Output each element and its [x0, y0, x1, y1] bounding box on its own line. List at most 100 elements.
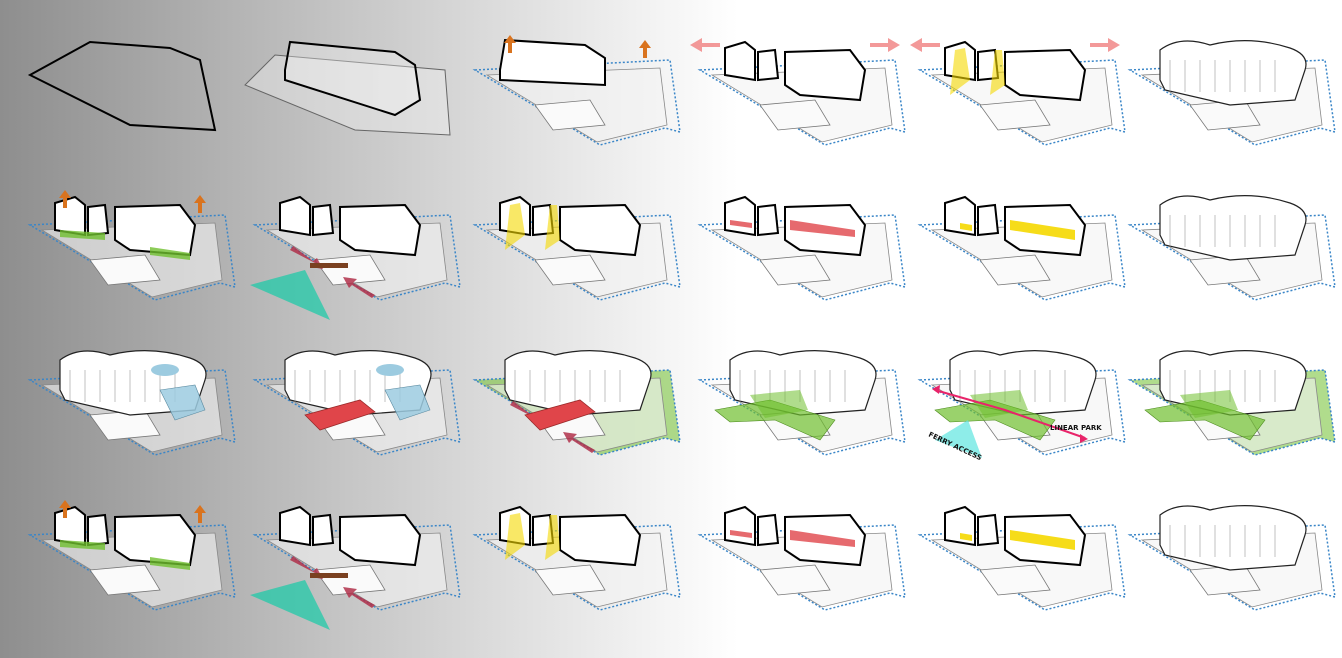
diagram-panel-r4-c5	[917, 505, 1126, 611]
building-mass	[499, 38, 606, 87]
ferry-access-wedge	[935, 420, 982, 458]
diagram-panel-r1-c6	[1127, 40, 1336, 146]
heat-arrow-icon	[194, 505, 206, 513]
blue-roof	[159, 384, 206, 421]
building-block	[559, 203, 642, 257]
green-deck	[970, 390, 1028, 418]
wind-arrow-in-icon	[563, 432, 595, 453]
wind-arrow-in-icon	[343, 587, 375, 608]
building-detailed	[1159, 40, 1307, 106]
red-block	[304, 399, 376, 431]
green-wall	[150, 557, 190, 570]
diagram-panel-r1-c2	[244, 40, 451, 136]
wind-arrow-right-icon	[870, 38, 900, 52]
building-block	[87, 203, 110, 237]
diagram-panel-r4-c6	[1127, 505, 1336, 611]
plaza	[89, 254, 161, 286]
diagram-panel-r3-c2	[252, 350, 461, 456]
building-block	[312, 513, 335, 547]
building-block	[977, 203, 1000, 237]
solar-beam	[545, 515, 560, 560]
heat-arrow-shaft	[63, 506, 67, 518]
plaza	[534, 254, 606, 286]
diagram-panel-r3-c4	[697, 350, 906, 456]
building-block	[279, 505, 311, 547]
site-outline	[27, 40, 217, 132]
building-block	[339, 203, 422, 257]
green-deck	[1180, 390, 1238, 418]
diagram-panel-r1-c1	[27, 40, 217, 132]
green-deck	[750, 390, 808, 418]
plaza	[534, 564, 606, 596]
heat-arrow-shaft	[63, 196, 67, 208]
yellow-program	[1010, 220, 1075, 240]
building-block	[114, 203, 197, 257]
building-block	[87, 513, 110, 547]
plaza	[759, 99, 831, 131]
red-program	[730, 220, 752, 228]
wind-arrow-in-icon	[343, 277, 375, 298]
blue-roof	[384, 384, 431, 421]
plaza	[314, 254, 386, 286]
diagram-panel-r2-c2	[250, 195, 461, 320]
heat-arrow-icon	[194, 195, 206, 203]
arrow-head-icon	[1080, 434, 1088, 443]
diagram-panel-r4-c1	[27, 500, 236, 611]
building-block	[114, 513, 197, 567]
solar-beam	[505, 203, 525, 250]
bridge	[310, 263, 348, 268]
diagram-panel-r3-c3	[472, 350, 681, 456]
building-detailed	[504, 350, 652, 416]
solar-beam	[950, 48, 970, 95]
diagram-panel-r2-c1	[27, 190, 236, 301]
heat-arrow-icon	[59, 190, 71, 198]
water-wedge	[250, 580, 330, 630]
building-block	[279, 195, 311, 237]
building-block	[977, 513, 1000, 547]
diagram-panel-r2-c4	[697, 195, 906, 301]
building-block	[724, 195, 756, 237]
skylight	[151, 364, 179, 376]
building-detailed	[1159, 195, 1307, 261]
building-block	[757, 48, 780, 82]
building-mass	[284, 40, 422, 117]
linear-park-arrow	[934, 389, 1086, 439]
building-block	[724, 505, 756, 547]
diagram-panel-r4-c3	[472, 505, 681, 611]
heat-arrow-shaft	[508, 41, 512, 53]
plaza	[979, 254, 1051, 286]
diagram-panel-r2-c6	[1127, 195, 1336, 301]
building-block	[559, 513, 642, 567]
heat-arrow-shaft	[198, 511, 202, 523]
wind-arrow-left-icon	[690, 38, 720, 52]
diagram-panel-r2-c5	[917, 195, 1126, 301]
water-wedge	[250, 270, 330, 320]
plaza	[89, 564, 161, 596]
green-wall	[60, 540, 105, 550]
wind-arrow-right-icon	[1090, 38, 1120, 52]
heat-arrow-shaft	[643, 46, 647, 58]
building-detailed	[1159, 505, 1307, 571]
building-block	[312, 203, 335, 237]
building-block	[1004, 48, 1087, 102]
yellow-program	[960, 533, 972, 541]
building-block	[724, 40, 756, 82]
building-block	[339, 513, 422, 567]
plaza	[979, 99, 1051, 131]
heat-arrow-icon	[504, 35, 516, 43]
arrow-head-icon	[932, 385, 940, 394]
diagram-panel-r2-c3	[472, 195, 681, 301]
solar-beam	[505, 513, 525, 560]
solar-beam	[545, 205, 560, 250]
building-block	[54, 195, 86, 237]
building-block	[757, 513, 780, 547]
red-program	[790, 220, 855, 237]
yellow-program	[1010, 530, 1075, 550]
diagram-panel-r3-c1	[27, 350, 236, 456]
diagram-panel-r1-c3	[472, 35, 681, 146]
diagram-panel-r4-c2	[250, 505, 461, 630]
plaza	[759, 564, 831, 596]
plaza	[534, 99, 606, 131]
